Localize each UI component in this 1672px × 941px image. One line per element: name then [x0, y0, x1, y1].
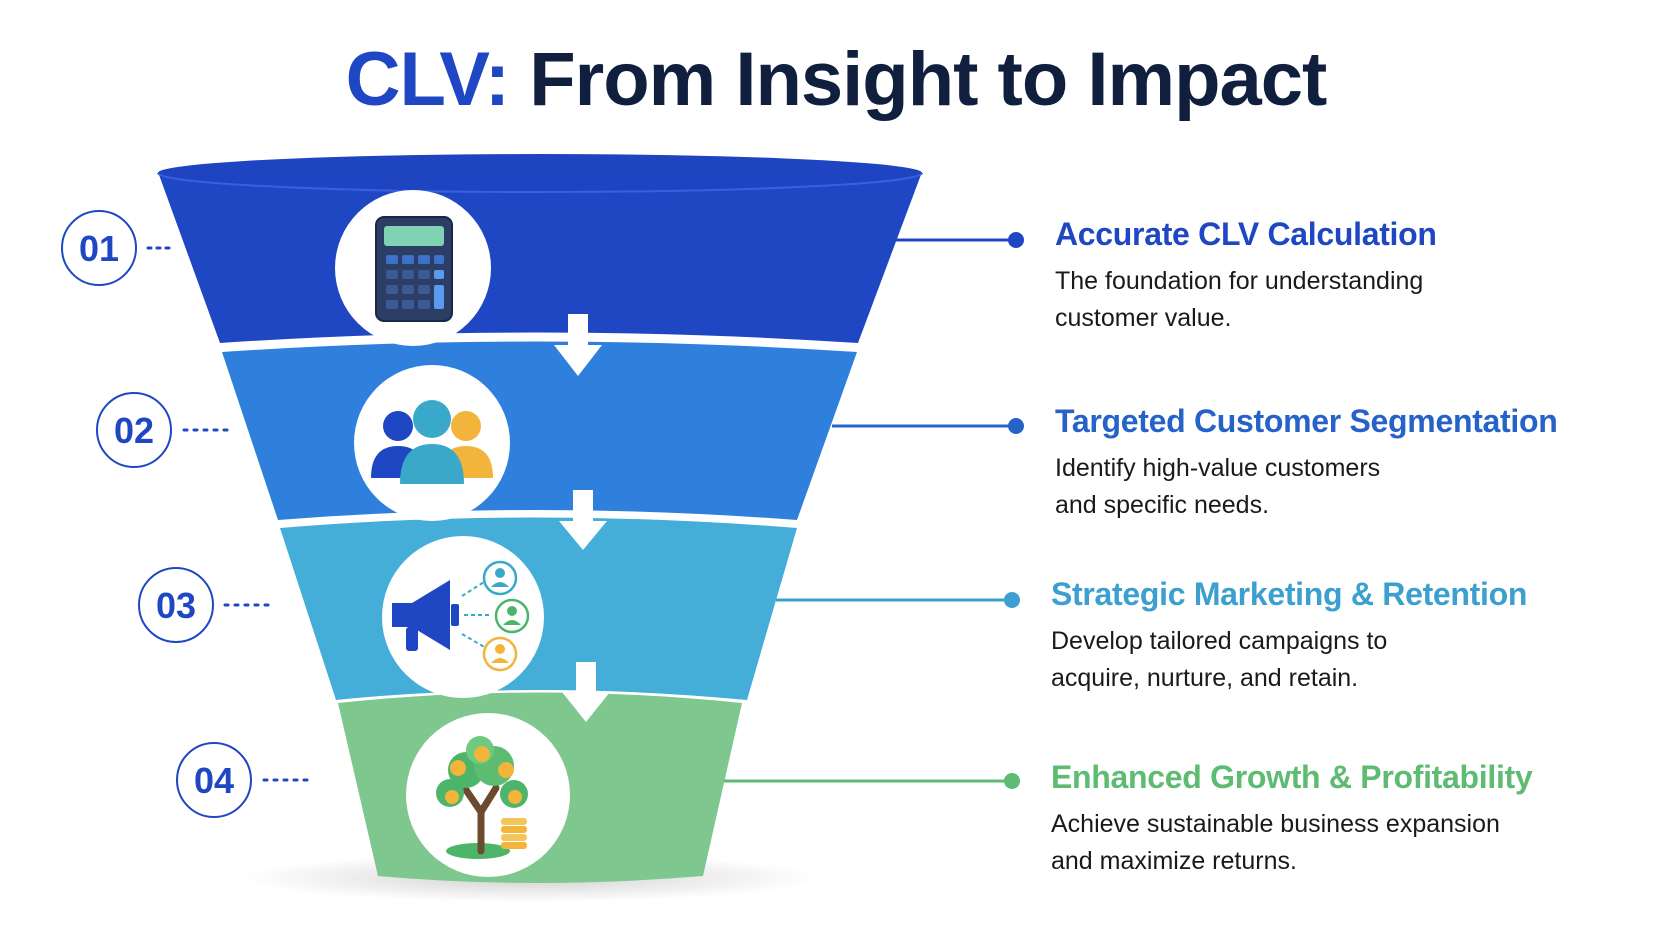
step-badge-03: 03 — [138, 567, 214, 643]
stage-2-text: Targeted Customer Segmentation Identify … — [1055, 403, 1558, 524]
stage-description-line: The foundation for understanding — [1055, 267, 1424, 295]
step-badge-01: 01 — [61, 210, 137, 286]
stage-description-line: and specific needs. — [1055, 491, 1270, 519]
funnel-band-1 — [158, 172, 922, 343]
stage-description-line: customer value. — [1055, 304, 1232, 332]
arrow-down-icon — [562, 662, 610, 722]
megaphone-icon — [392, 580, 490, 651]
customer-avatar-icon — [494, 598, 530, 634]
stage-description: Develop tailored campaigns to acquire, n… — [1051, 623, 1527, 697]
stage-description-line: acquire, nurture, and retain. — [1051, 664, 1359, 692]
funnel-rim — [158, 154, 922, 192]
stage-heading: Accurate CLV Calculation — [1055, 216, 1437, 252]
title-accent: CLV: — [345, 37, 510, 122]
stage-4-text: Enhanced Growth & Profitability Achieve … — [1051, 759, 1533, 880]
customer-group-icon — [371, 400, 493, 484]
stage-description-line: Identify high-value customers — [1055, 454, 1381, 482]
customer-avatar-icon — [482, 636, 518, 672]
arrow-down-icon — [554, 314, 602, 376]
stage-description: The foundation for understanding custome… — [1055, 263, 1437, 337]
step-number: 02 — [114, 410, 154, 451]
stage-heading: Targeted Customer Segmentation — [1055, 403, 1558, 439]
calculator-icon — [375, 216, 453, 322]
stage-description-line: Develop tailored campaigns to — [1051, 627, 1388, 655]
step-number: 01 — [79, 228, 119, 269]
stage-description: Identify high-value customers and specif… — [1055, 450, 1558, 524]
stage-description: Achieve sustainable business expansion a… — [1051, 806, 1532, 880]
page-title: CLV: From Insight to Impact — [0, 36, 1672, 123]
step-number: 04 — [194, 760, 234, 801]
money-tree-icon — [436, 736, 528, 859]
icon-circle-2 — [354, 365, 510, 521]
step-badge-04: 04 — [176, 742, 252, 818]
stage-description-line: Achieve sustainable business expansion — [1051, 810, 1500, 838]
connector-4 — [724, 773, 1020, 789]
stage-heading: Strategic Marketing & Retention — [1051, 576, 1528, 612]
stage-3-text: Strategic Marketing & Retention Develop … — [1051, 576, 1527, 697]
stage-1-text: Accurate CLV Calculation The foundation … — [1055, 216, 1437, 337]
connector-1 — [896, 232, 1024, 248]
connector-2 — [832, 418, 1024, 434]
funnel-rim-edge — [157, 172, 923, 193]
connector-3 — [776, 592, 1020, 608]
stage-description-line: and maximize returns. — [1051, 847, 1297, 875]
arrow-down-icon — [559, 490, 607, 550]
funnel-band-2 — [222, 341, 857, 520]
step-number: 03 — [156, 585, 196, 626]
step-badge-02: 02 — [96, 392, 172, 468]
stage-heading: Enhanced Growth & Profitability — [1051, 759, 1533, 795]
title-rest: From Insight to Impact — [509, 37, 1327, 122]
customer-avatar-icon — [482, 560, 518, 596]
